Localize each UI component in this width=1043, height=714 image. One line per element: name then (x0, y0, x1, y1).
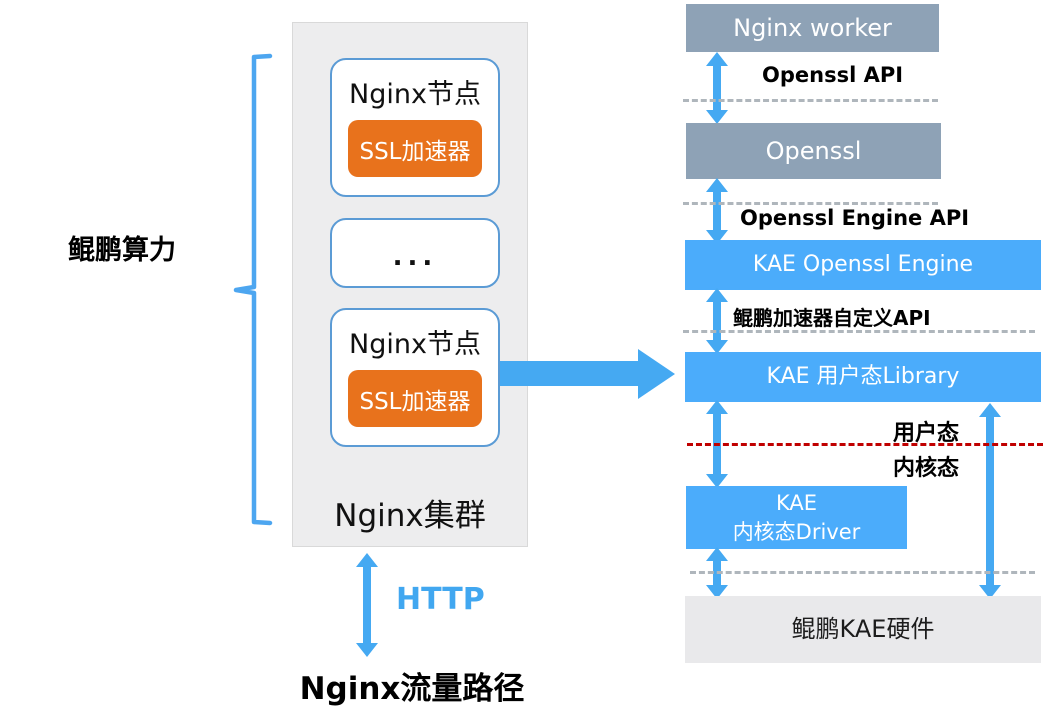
ssl-accelerator-chip: SSL加速器 (348, 370, 482, 427)
user-mode-label: 用户态 (893, 421, 960, 446)
node-to-library-arrow (500, 361, 640, 386)
openssl-api-label: Openssl API (762, 63, 904, 87)
http-double-arrow-icon (356, 553, 378, 657)
ssl-accelerator-chip: SSL加速器 (348, 120, 482, 177)
nginx-traffic-path-label: Nginx流量路径 (299, 671, 525, 707)
library-hardware-arrow-icon (979, 403, 1001, 599)
layer-kae-kernel-driver: KAE 内核态Driver (686, 486, 907, 549)
worker-openssl-arrow-icon (706, 52, 728, 124)
kernel-mode-label: 内核态 (893, 456, 960, 481)
nginx-node-box-1: Nginx节点 SSL加速器 (330, 58, 500, 197)
node-to-library-arrowhead-icon (638, 349, 675, 399)
dashed-separator (690, 571, 1035, 574)
nginx-cluster-caption: Nginx集群 (334, 498, 486, 534)
layer-kae-openssl-engine: KAE Openssl Engine (685, 240, 1041, 290)
nginx-node-title: Nginx节点 (349, 79, 481, 110)
http-label: HTTP (396, 582, 485, 617)
user-kernel-boundary-line (687, 443, 1043, 446)
layer-openssl: Openssl (686, 123, 941, 179)
layer-nginx-worker: Nginx worker (686, 4, 939, 52)
openssl-engine-api-label: Openssl Engine API (740, 206, 970, 230)
openssl-engine-arrow-icon (706, 178, 728, 244)
kae-driver-line2: 内核态Driver (732, 519, 861, 544)
kae-custom-api-label: 鲲鹏加速器自定义API (733, 306, 931, 330)
layer-kae-user-library: KAE 用户态Library (685, 352, 1041, 402)
left-brace-icon (233, 53, 273, 526)
nginx-node-title: Nginx节点 (349, 329, 481, 360)
dashed-separator (683, 330, 1035, 333)
more-nodes-ellipsis: ... (330, 218, 500, 288)
kae-driver-line1: KAE (775, 491, 818, 516)
engine-library-arrow-icon (706, 288, 728, 354)
kunpeng-compute-label: 鲲鹏算力 (68, 235, 176, 266)
nginx-node-box-2: Nginx节点 SSL加速器 (330, 308, 500, 447)
layer-kae-hardware: 鲲鹏KAE硬件 (685, 596, 1041, 663)
dashed-separator (683, 99, 938, 102)
dashed-separator (683, 202, 938, 205)
